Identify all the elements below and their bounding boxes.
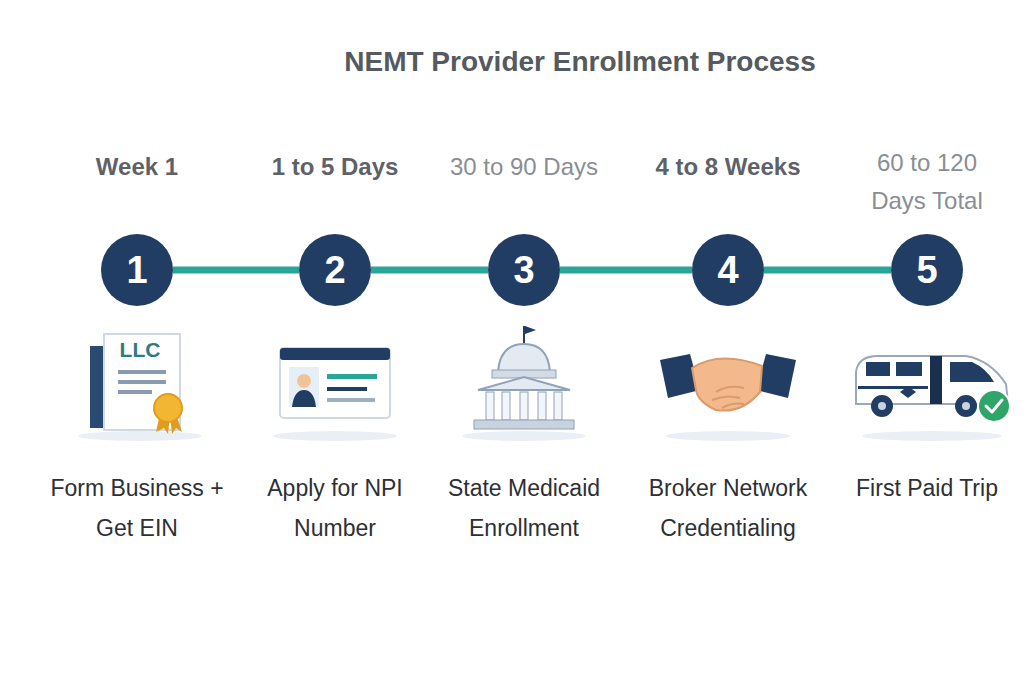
step-number: 5 xyxy=(891,234,963,306)
timeline-connector xyxy=(764,270,891,271)
text-line xyxy=(118,380,166,384)
building-icon xyxy=(474,326,574,429)
step-circle: 4 to 8 Weeks4Broker Network Credentialin… xyxy=(692,234,764,306)
duration-label: 60 to 120 Days Total xyxy=(862,144,992,220)
step-circle: 60 to 120 Days Total5First Paid Trip xyxy=(891,234,963,306)
step-circle: 30 to 90 Days3State Medicaid Enrollment xyxy=(488,234,560,306)
wheel xyxy=(955,395,977,417)
column xyxy=(486,392,494,420)
step-caption: Broker Network Credentialing xyxy=(642,468,814,548)
connector-line xyxy=(560,267,692,274)
shadow xyxy=(862,431,1002,441)
head xyxy=(297,374,311,388)
flag xyxy=(525,326,536,334)
flag-pole xyxy=(523,326,525,344)
wheel xyxy=(871,395,893,417)
logo xyxy=(900,386,916,398)
card-line xyxy=(327,398,375,402)
shadow xyxy=(78,431,202,441)
check-mark xyxy=(986,400,1002,412)
step-caption: State Medicaid Enrollment xyxy=(429,468,619,548)
pediment xyxy=(478,377,570,390)
step-caption: First Paid Trip xyxy=(842,468,1012,508)
hands xyxy=(692,358,762,410)
hub xyxy=(962,402,970,410)
van-icon xyxy=(856,356,1010,422)
card-line xyxy=(327,374,377,379)
step-caption: Form Business + Get EIN xyxy=(37,468,237,548)
column xyxy=(538,392,546,420)
document-icon xyxy=(90,334,182,434)
window xyxy=(896,362,922,376)
step-number: 1 xyxy=(101,234,173,306)
door xyxy=(930,356,942,404)
step-number: 3 xyxy=(488,234,560,306)
steps xyxy=(474,420,574,429)
id-card-icon xyxy=(280,348,390,418)
columns xyxy=(486,392,562,420)
duration-label: 30 to 90 Days xyxy=(424,148,624,186)
column xyxy=(520,392,528,420)
windshield xyxy=(950,362,994,382)
fingers xyxy=(712,387,744,408)
connector-line xyxy=(173,267,299,274)
body xyxy=(292,390,316,407)
timeline-connector xyxy=(371,270,488,271)
icon-label: LLC xyxy=(108,338,172,362)
step-number: 2 xyxy=(299,234,371,306)
column xyxy=(502,392,510,420)
timeline-connector xyxy=(560,270,692,271)
step-circle: Week 11Form Business + Get EIN xyxy=(101,234,173,306)
duration-label: 4 to 8 Weeks xyxy=(633,148,823,186)
shadow xyxy=(462,431,586,441)
text-line xyxy=(118,390,152,394)
diagram-title: NEMT Provider Enrollment Process xyxy=(280,46,880,78)
shadow xyxy=(666,431,790,441)
step-circle: 1 to 5 Days2Apply for NPI Number xyxy=(299,234,371,306)
window xyxy=(866,362,890,376)
card-bar xyxy=(280,348,390,360)
connector-line xyxy=(764,267,891,274)
check-badge xyxy=(978,390,1010,422)
seal xyxy=(154,394,182,422)
column xyxy=(554,392,562,420)
shadows xyxy=(78,431,1002,441)
hub xyxy=(878,402,886,410)
step-caption: Apply for NPI Number xyxy=(240,468,430,548)
step-number: 4 xyxy=(692,234,764,306)
connector-line xyxy=(371,267,488,274)
duration-label: 1 to 5 Days xyxy=(245,148,425,186)
dome xyxy=(498,344,550,372)
shadow xyxy=(273,431,397,441)
duration-label: Week 1 xyxy=(57,148,217,186)
photo xyxy=(289,367,319,407)
handshake-icon xyxy=(660,354,796,411)
text-line xyxy=(118,370,166,374)
card xyxy=(280,348,390,418)
timeline-connector xyxy=(173,270,299,271)
card-line xyxy=(327,387,367,391)
stripe xyxy=(858,386,928,389)
